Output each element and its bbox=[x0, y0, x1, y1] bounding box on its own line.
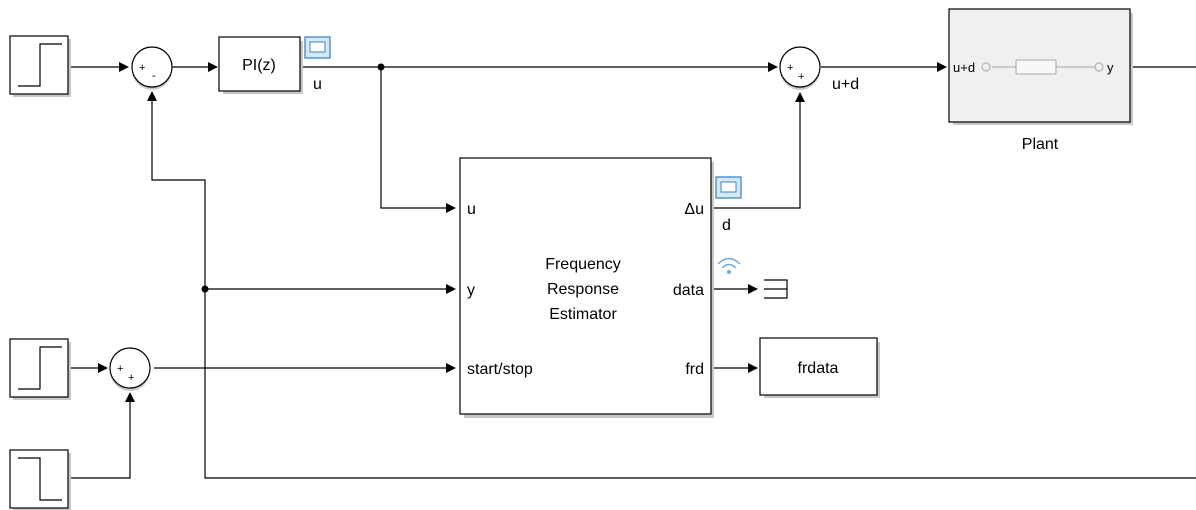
plant-input-port: u+d bbox=[953, 60, 975, 75]
junction-dot-u bbox=[377, 63, 385, 71]
arrowhead bbox=[208, 62, 218, 72]
fre-port-start-stop: start/stop bbox=[467, 361, 533, 378]
fre-port-du: Δu bbox=[684, 201, 704, 218]
sum-block-2[interactable]: + + bbox=[779, 46, 821, 90]
fre-title-line: Estimator bbox=[549, 306, 617, 323]
arrowhead bbox=[446, 203, 456, 213]
sum-sign: + bbox=[117, 363, 123, 375]
signal-label-u: u bbox=[313, 76, 322, 93]
arrowhead bbox=[119, 62, 129, 72]
plant-output-port: y bbox=[1107, 60, 1114, 75]
step-down-icon bbox=[18, 457, 62, 501]
wire-d[interactable] bbox=[712, 98, 801, 209]
signal-label-d: d bbox=[722, 217, 731, 234]
sum-block-3[interactable]: + + bbox=[109, 347, 151, 391]
arrowhead bbox=[125, 392, 135, 402]
sum-sign: - bbox=[152, 70, 156, 82]
fre-port-data: data bbox=[673, 282, 704, 299]
arrowhead bbox=[795, 92, 805, 102]
step-icon bbox=[18, 43, 62, 87]
fre-port-frd: frd bbox=[685, 361, 704, 378]
arrowhead bbox=[768, 62, 778, 72]
wire-u-branch[interactable] bbox=[380, 67, 449, 209]
step-block-2[interactable] bbox=[9, 338, 71, 400]
pi-label: PI(z) bbox=[242, 57, 276, 74]
sum-sign: + bbox=[128, 372, 134, 384]
terminator-block[interactable] bbox=[764, 279, 788, 299]
sum-sign: + bbox=[139, 62, 145, 74]
step-block-3[interactable] bbox=[9, 449, 71, 510]
arrowheads bbox=[98, 62, 947, 402]
wireless-logging-icon[interactable] bbox=[717, 257, 741, 275]
frdata-label: frdata bbox=[798, 360, 839, 377]
wire-step3-sum3[interactable] bbox=[69, 398, 131, 479]
arrowhead bbox=[98, 363, 108, 373]
frequency-response-estimator-block[interactable]: u y start/stop Δu data frd Frequency Res… bbox=[459, 157, 714, 418]
junction-dot-y bbox=[201, 285, 209, 293]
arrowhead bbox=[748, 284, 758, 294]
step-icon bbox=[18, 346, 62, 390]
fre-port-u: u bbox=[467, 201, 476, 218]
arrowhead bbox=[446, 363, 456, 373]
plant-block[interactable]: u+d y bbox=[948, 8, 1133, 125]
arrowhead bbox=[147, 91, 157, 101]
sum-sign: + bbox=[787, 62, 793, 74]
arrowhead bbox=[748, 363, 758, 373]
sum-sign: + bbox=[798, 71, 804, 83]
fre-title-line: Response bbox=[547, 281, 619, 298]
fre-port-y: y bbox=[467, 282, 475, 299]
plant-label: Plant bbox=[1022, 136, 1059, 153]
arrowhead bbox=[446, 284, 456, 294]
arrowhead bbox=[937, 62, 947, 72]
signal-viewer-icon-u[interactable] bbox=[304, 36, 331, 59]
sum-block-1[interactable]: + - bbox=[131, 46, 173, 90]
signal-label-ud: u+d bbox=[832, 76, 859, 93]
step-block-1[interactable] bbox=[9, 35, 71, 97]
frdata-workspace-block[interactable]: frdata bbox=[759, 337, 880, 398]
pi-controller-block[interactable]: PI(z) bbox=[218, 36, 303, 94]
fre-title-line: Frequency bbox=[545, 256, 621, 273]
wire-feedback-y[interactable] bbox=[151, 97, 1196, 479]
signal-viewer-icon-d[interactable] bbox=[715, 176, 742, 199]
